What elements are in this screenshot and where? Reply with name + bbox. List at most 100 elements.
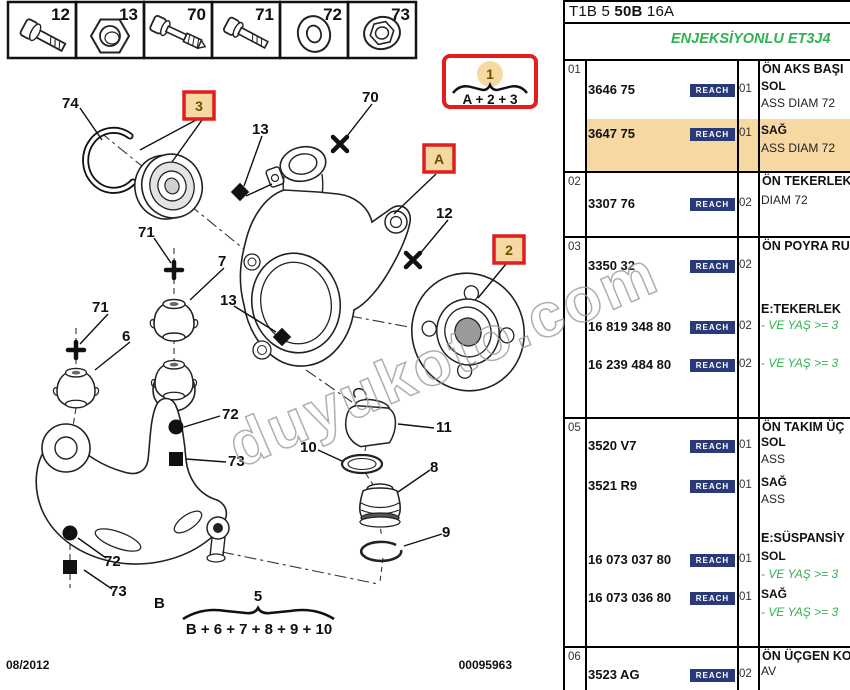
item-number: 01 [568, 64, 581, 76]
nut-icon [89, 18, 131, 54]
group-brace-5: 5 B + 6 + 7 + 8 + 9 + 10 [182, 588, 335, 638]
part-desc: SOL [761, 435, 786, 449]
bushing-6 [52, 367, 100, 409]
callout-labels: 74 13 70 12 71 7 13 71 6 72 73 10 11 8 9… [62, 89, 453, 612]
callout-13b: 13 [220, 292, 237, 309]
highlighted-row-band[interactable] [585, 119, 850, 171]
badge-3-label: 3 [195, 98, 203, 114]
part-ref[interactable]: 16 073 036 80 [588, 590, 672, 605]
strip-num-12: 12 [51, 5, 70, 24]
callout-73a: 73 [228, 453, 245, 470]
reach-badge[interactable]: REACH [690, 592, 735, 605]
code-part2: 50B [614, 3, 643, 20]
reach-badge[interactable]: REACH [690, 128, 735, 141]
item-number: 02 [568, 176, 581, 188]
callout-73b: 73 [110, 583, 127, 600]
snap-ring-74 [82, 126, 137, 194]
table-border-top [563, 0, 850, 2]
reach-badge[interactable]: REACH [690, 554, 735, 567]
part-ref[interactable]: 3350 32 [588, 258, 635, 273]
square-marker [63, 560, 77, 574]
part-title: ÖN ÜÇGEN KO [762, 649, 850, 663]
reach-badge[interactable]: REACH [690, 84, 735, 97]
table-line [563, 236, 850, 238]
stud-bolt-icon [149, 15, 207, 50]
callout-12: 12 [436, 205, 453, 222]
part-ref[interactable]: 3646 75 [588, 82, 635, 97]
part-qty: 02 [739, 259, 752, 271]
condition-subtitle: E:SÜSPANSİY [761, 531, 845, 545]
part-ref[interactable]: 3521 R9 [588, 478, 638, 493]
strip-num-71: 71 [255, 5, 274, 24]
part-ref[interactable]: 16 819 348 80 [588, 319, 672, 334]
bushing-7 [149, 298, 199, 342]
badge-3: 3 [182, 90, 216, 121]
part-desc: SOL [761, 549, 786, 563]
balljoint-cap [344, 387, 397, 448]
part-qty: 01 [739, 439, 752, 451]
badge-1-number: 1 [486, 66, 494, 82]
part-qty: 02 [739, 668, 752, 680]
reach-badge[interactable]: REACH [690, 440, 735, 453]
table-col-line [758, 60, 760, 690]
callout-7: 7 [218, 253, 226, 270]
leader-lines [77, 103, 507, 590]
part-ref[interactable]: 16 073 037 80 [588, 552, 672, 567]
part-desc: ASS [761, 492, 786, 506]
brace-5-number: 5 [254, 588, 262, 605]
part-ref[interactable]: 3647 75 [588, 126, 635, 141]
footer-doc-number: 00095963 [459, 658, 513, 672]
part-title: ÖN TEKERLEK [762, 174, 850, 188]
part-ref[interactable]: 3307 76 [588, 196, 635, 211]
boot-8 [359, 483, 401, 528]
diamond-marker [272, 327, 292, 347]
callout-71a: 71 [138, 224, 155, 241]
washer-icon [296, 15, 332, 53]
reach-badge[interactable]: REACH [690, 480, 735, 493]
reach-badge[interactable]: REACH [690, 260, 735, 273]
part-desc: ASS [761, 452, 786, 466]
part-title: ÖN POYRA RU [762, 239, 850, 253]
dot-marker [168, 419, 184, 435]
table-line [563, 417, 850, 419]
condition-subtitle: E:TEKERLEK [761, 302, 841, 316]
badge-2: 2 [492, 234, 526, 265]
reach-badge[interactable]: REACH [690, 359, 735, 372]
reach-badge[interactable]: REACH [690, 669, 735, 682]
badge-2-label: 2 [505, 242, 513, 258]
part-desc: SAĞ [761, 587, 788, 601]
exploded-diagram: 12 13 70 71 72 73 [6, 0, 538, 672]
part-ref[interactable]: 3520 V7 [588, 438, 637, 453]
callout-72a: 72 [222, 406, 239, 423]
table-line [563, 646, 850, 648]
diamond-marker [230, 182, 250, 202]
callout-8: 8 [430, 459, 438, 476]
brace-5-formula: B + 6 + 7 + 8 + 9 + 10 [186, 621, 332, 638]
table-col-line [585, 60, 587, 690]
callout-B: B [154, 595, 165, 612]
reach-badge[interactable]: REACH [690, 321, 735, 334]
part-qty: 01 [739, 83, 752, 95]
badge-A-label: A [434, 151, 444, 167]
item-number: 03 [568, 241, 581, 253]
callout-11: 11 [436, 419, 452, 436]
footer-date: 08/2012 [6, 658, 50, 672]
callout-70: 70 [362, 89, 379, 106]
callout-74: 74 [62, 95, 79, 112]
part-ref[interactable]: 3523 AG [588, 667, 640, 682]
steering-knuckle [239, 145, 412, 367]
control-arm [35, 397, 230, 565]
snap-ring-9 [359, 540, 403, 563]
page-code: T1B 5 50B 16A [569, 3, 674, 20]
part-desc: DIAM 72 [761, 193, 808, 207]
table-border-left [563, 0, 565, 690]
part-qty: 01 [739, 591, 752, 603]
part-ref[interactable]: 16 239 484 80 [588, 357, 672, 372]
part-note-green: - VE YAŞ >= 3 [761, 318, 839, 332]
ring-10 [340, 453, 384, 475]
wheel-bearing [134, 153, 203, 220]
reach-badge[interactable]: REACH [690, 198, 735, 211]
callout-badges: 3 A 2 [182, 90, 526, 265]
engine-variant-header: ENJEKSİYONLU ET3J4 [671, 31, 831, 47]
